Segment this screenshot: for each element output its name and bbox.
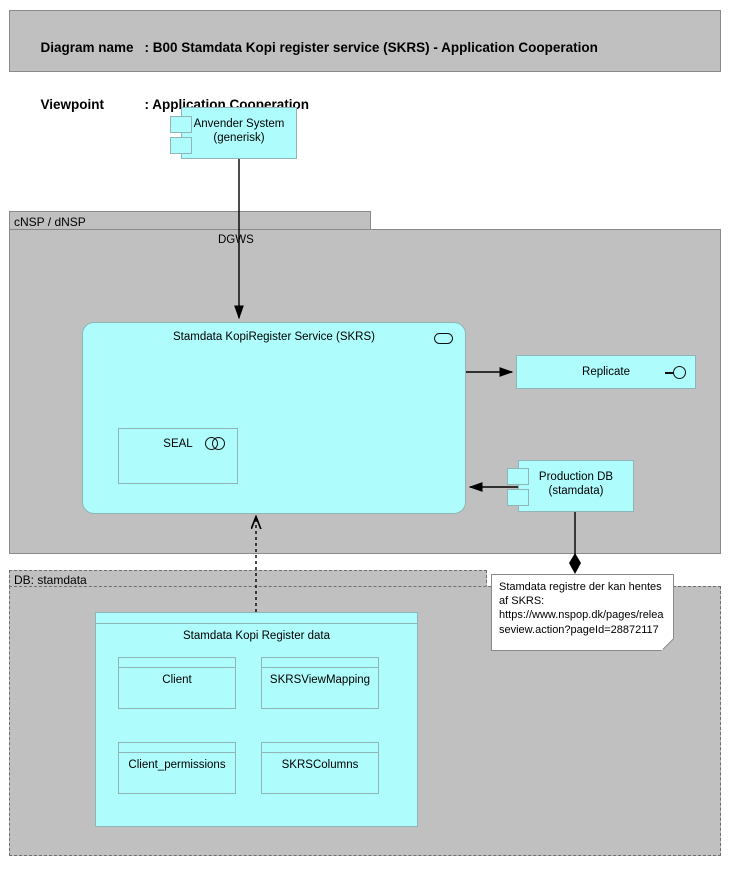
composition-diamond-icon: [569, 553, 581, 574]
node-skrscolumns[interactable]: SKRSColumns: [261, 742, 379, 794]
node-skrsviewmapping-label: SKRSViewMapping: [269, 674, 371, 686]
diagram-name-line: Diagram name : B00 Stamdata Kopi register…: [18, 19, 720, 76]
collaboration-icon: [205, 437, 227, 450]
node-client-permissions-label: Client_permissions: [128, 759, 226, 771]
diagram-title-panel: Diagram name : B00 Stamdata Kopi register…: [9, 10, 721, 112]
uml-component-tab-icon: [170, 116, 192, 133]
uml-component-tab-icon: [507, 468, 529, 485]
viewpoint-label: Viewpoint: [40, 97, 105, 112]
node-anvender-system-label: Anvender System (generisk): [193, 118, 285, 144]
node-seal[interactable]: SEAL: [118, 428, 238, 484]
node-header-strip: [262, 658, 378, 668]
diagram-name-value: : B00 Stamdata Kopi register service (SK…: [144, 40, 598, 55]
node-production-db[interactable]: Production DB (stamdata): [507, 460, 634, 512]
node-production-db-label: Production DB (stamdata): [538, 471, 614, 497]
node-stamdata-kopi-register-data[interactable]: Stamdata Kopi Register data: [95, 612, 418, 827]
uml-component-tab-icon: [507, 489, 529, 506]
group-db-label: DB: stamdata: [14, 573, 87, 587]
node-skrs-service[interactable]: Stamdata KopiRegister Service (SKRS): [82, 322, 466, 514]
annotation-note[interactable]: Stamdata registre der kan hentes af SKRS…: [491, 574, 674, 651]
node-skrsviewmapping[interactable]: SKRSViewMapping: [261, 657, 379, 709]
node-header-strip: [96, 613, 417, 624]
node-replicate[interactable]: Replicate: [516, 355, 696, 389]
node-skrs-service-label: Stamdata KopiRegister Service (SKRS): [173, 331, 375, 343]
node-stamdata-kopi-register-data-label: Stamdata Kopi Register data: [182, 630, 331, 642]
group-cnsp-label: cNSP / dNSP: [14, 215, 86, 229]
node-replicate-label: Replicate: [582, 366, 630, 378]
node-header-strip: [119, 743, 235, 753]
application-component-icon: [434, 333, 453, 344]
annotation-note-text: Stamdata registre der kan hentes af SKRS…: [499, 581, 664, 636]
node-client-label: Client: [162, 674, 192, 686]
viewpoint-line: Viewpoint: Application Cooperation: [18, 76, 720, 133]
node-client[interactable]: Client: [118, 657, 236, 709]
node-anvender-system[interactable]: Anvender System (generisk): [170, 107, 297, 159]
node-client-permissions[interactable]: Client_permissions: [118, 742, 236, 794]
edge-label-dgws: DGWS: [218, 234, 254, 246]
node-header-strip: [262, 743, 378, 753]
uml-component-tab-icon: [170, 137, 192, 154]
node-seal-label: SEAL: [163, 438, 193, 450]
node-header-strip: [119, 658, 235, 668]
diagram-name-label: Diagram name: [40, 40, 134, 55]
node-skrscolumns-label: SKRSColumns: [281, 759, 359, 771]
interface-lollipop-icon: [665, 366, 687, 379]
